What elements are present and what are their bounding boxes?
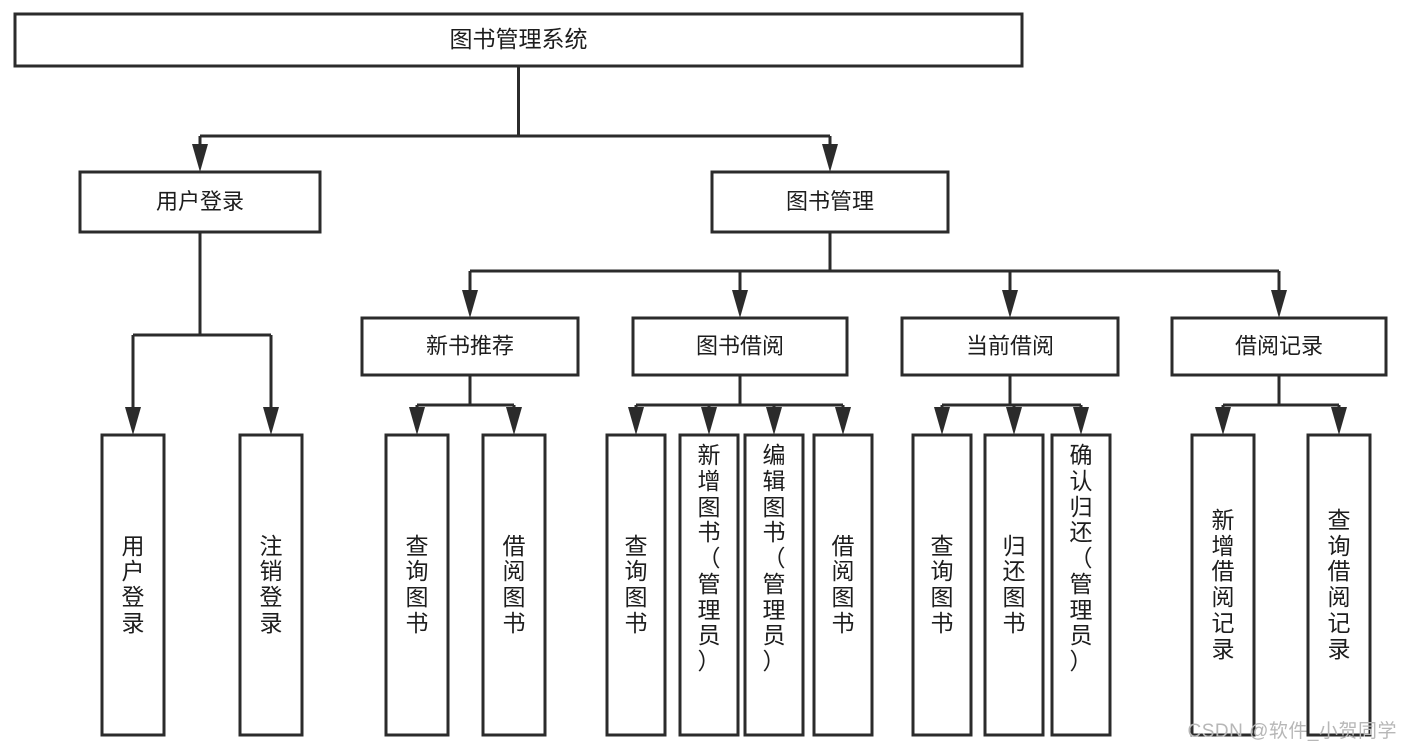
- node-box-borrow-record: [1170, 316, 1388, 377]
- csdn-watermark: CSDN @软件_小贺同学: [1187, 721, 1397, 742]
- node-label-book-manage: 图书管理: [786, 189, 874, 214]
- node-box-leaf-add-record: [1190, 433, 1256, 737]
- node-box-root: [13, 12, 1024, 68]
- node-label-book-borrow: 图书借阅: [696, 333, 784, 358]
- node-box-leaf-query-book-3: [911, 433, 973, 737]
- node-box-leaf-borrow-book-1: [481, 433, 547, 737]
- node-label-current-borrow: 当前借阅: [966, 333, 1054, 358]
- node-box-leaf-confirm-return: [1050, 433, 1112, 737]
- node-label-user-login: 用户登录: [156, 189, 244, 214]
- node-label-root: 图书管理系统: [450, 26, 588, 52]
- node-box-leaf-query-record: [1306, 433, 1372, 737]
- node-box-book-manage: [710, 170, 950, 234]
- node-box-current-borrow: [900, 316, 1120, 377]
- node-box-leaf-logout: [238, 433, 304, 737]
- node-label-borrow-record: 借阅记录: [1235, 333, 1323, 358]
- node-label-new-book-recommend: 新书推荐: [426, 333, 514, 358]
- node-box-leaf-edit-book: [743, 433, 805, 737]
- node-box-user-login: [78, 170, 322, 234]
- node-box-leaf-query-book-1: [384, 433, 450, 737]
- node-box-book-borrow: [631, 316, 849, 377]
- node-box-leaf-query-book-2: [605, 433, 667, 737]
- node-box-leaf-user-login: [100, 433, 166, 737]
- node-box-leaf-return-book: [983, 433, 1045, 737]
- node-box-new-book-recommend: [360, 316, 580, 377]
- node-box-leaf-borrow-book-2: [812, 433, 874, 737]
- node-box-leaf-add-book: [678, 433, 740, 737]
